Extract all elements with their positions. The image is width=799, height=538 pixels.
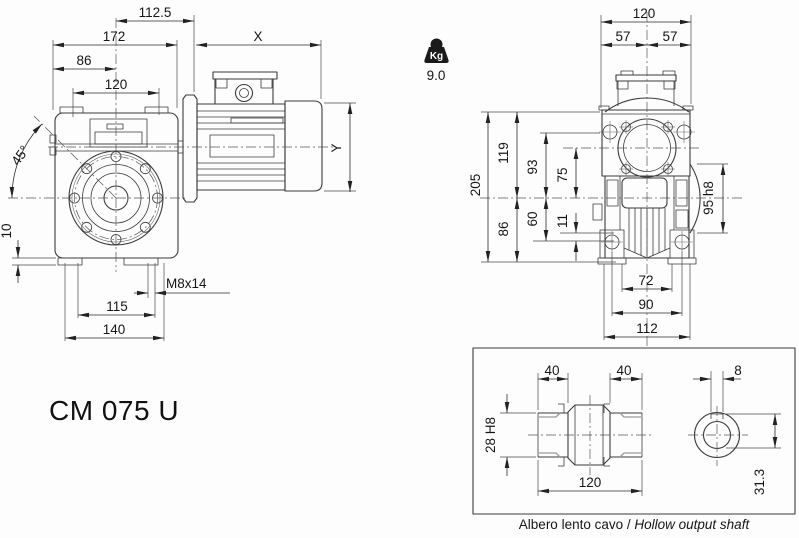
dim-8: 8 — [734, 363, 742, 378]
dim-11: 11 — [555, 214, 570, 228]
side-view-dimensions: 120 57 57 205 119 86 93 75 60 11 95 h8 7… — [468, 6, 728, 340]
dim-93: 93 — [525, 159, 540, 174]
angle-arc — [9, 123, 43, 199]
fan-cover — [284, 100, 323, 192]
caption-italian: Albero lento cavo / — [519, 517, 635, 532]
output-flange — [8, 18, 186, 272]
gearbox-front-body — [49, 106, 179, 266]
terminal-box-end — [615, 70, 677, 106]
inset-caption: Albero lento cavo / Hollow output shaft — [519, 517, 751, 532]
dim-119: 119 — [496, 142, 511, 164]
side-lug — [592, 203, 603, 221]
foot-right — [123, 257, 159, 266]
dim-m8x14: M8x14 — [166, 276, 207, 291]
shaft-cover — [621, 177, 668, 209]
dim-86: 86 — [76, 53, 91, 68]
drawing-title: CM 075 U — [49, 395, 179, 426]
upper-mount-bolts — [599, 121, 695, 143]
output-boss-arc — [689, 163, 701, 234]
dim-y: Y — [329, 143, 344, 152]
front-view: 112.5 172 X 86 120 Y 10 45° M8x14 115 14… — [0, 5, 356, 341]
cable-gland — [234, 83, 254, 103]
side-view: 120 57 57 205 119 86 93 75 60 11 95 h8 7… — [468, 6, 742, 346]
inset-dimensions: 40 40 8 28 H8 120 31.3 — [483, 363, 781, 496]
dim-31-3: 31.3 — [752, 469, 767, 495]
weight-unit-label: Kg — [430, 51, 443, 62]
weight-value: 9.0 — [427, 68, 446, 83]
dim-45deg: 45° — [8, 143, 32, 168]
dim-75: 75 — [555, 167, 570, 182]
dim-57-left: 57 — [615, 29, 630, 44]
dim-115: 115 — [106, 299, 128, 314]
nameplate — [89, 118, 148, 148]
hollow-shaft-section — [528, 395, 652, 475]
dim-57-right: 57 — [662, 29, 677, 44]
side-view-body — [480, 12, 742, 346]
dim-72: 72 — [638, 273, 653, 288]
dim-172: 172 — [103, 29, 126, 44]
dim-120: 120 — [105, 77, 128, 92]
dim-40-left: 40 — [544, 363, 559, 378]
oil-plug-boss — [144, 106, 169, 114]
dim-x: X — [253, 29, 262, 44]
terminal-box — [212, 71, 278, 105]
motor-flange-disc — [182, 94, 198, 203]
motor-side-view — [48, 71, 334, 203]
dim-95h8: 95 h8 — [701, 181, 716, 215]
hollow-shaft-end-view — [688, 406, 748, 466]
dim-120-top: 120 — [633, 6, 656, 21]
caption-english: Hollow output shaft — [634, 517, 750, 532]
dim-28h8: 28 H8 — [483, 417, 498, 453]
gearbox-housing — [54, 112, 179, 259]
inset-border — [472, 347, 796, 515]
dim-90: 90 — [638, 297, 653, 312]
dim-10: 10 — [0, 223, 14, 238]
dim-112-5: 112.5 — [139, 5, 172, 20]
hollow-shaft-inset: 40 40 8 28 H8 120 31.3 Albero lento cavo… — [472, 347, 796, 532]
dim-140: 140 — [103, 322, 126, 337]
dim-112: 112 — [636, 321, 658, 336]
motor-mount-flange — [601, 109, 691, 177]
dim-205: 205 — [468, 174, 483, 197]
motor-nameplate — [209, 134, 275, 158]
weight-icon: Kg 9.0 — [424, 38, 449, 83]
foot-left — [57, 257, 83, 266]
motor-bolt-holes — [619, 120, 675, 176]
dim-40-right: 40 — [616, 363, 631, 378]
45deg-centerline — [33, 115, 117, 199]
dim-60: 60 — [525, 211, 540, 226]
dim-120-inset: 120 — [579, 475, 602, 490]
dim-86-side: 86 — [496, 221, 511, 236]
oil-plug-boss — [59, 106, 84, 114]
